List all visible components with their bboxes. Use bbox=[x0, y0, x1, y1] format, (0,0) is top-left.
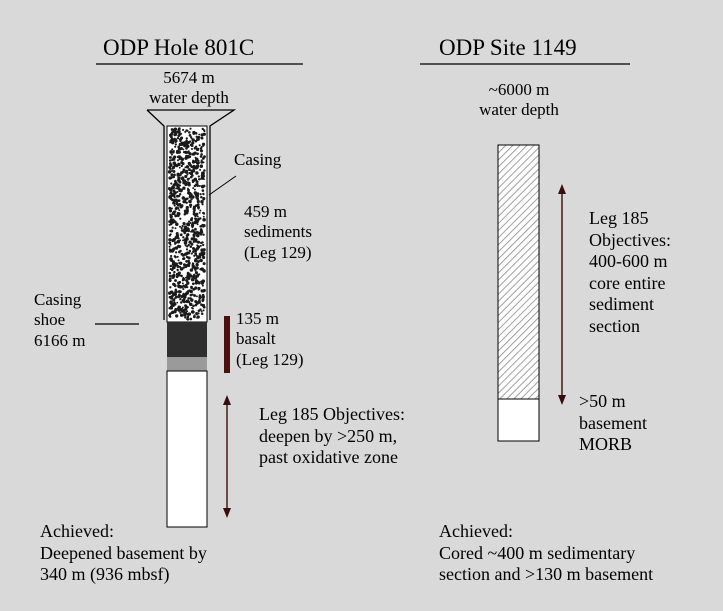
left-objectives-line1: Leg 185 Objectives: bbox=[259, 404, 405, 424]
left-achieved-line2: 340 m (936 mbsf) bbox=[40, 564, 170, 585]
left-water-depth-value: 5674 m bbox=[163, 68, 215, 87]
sediments-thickness: 459 m bbox=[244, 202, 287, 221]
basalt-dark-section bbox=[167, 322, 207, 357]
casing-shoe-label: Casing shoe 6166 m bbox=[34, 290, 85, 351]
right-water-depth-value: ~6000 m bbox=[488, 80, 550, 99]
casing-shoe-depth: 6166 m bbox=[34, 330, 86, 350]
left-site-title: ODP Hole 801C bbox=[103, 35, 255, 60]
left-achieved-line1: Deepened basement by bbox=[40, 542, 207, 563]
right-achieved: Achieved: Cored ~400 m sedimentary secti… bbox=[439, 521, 653, 586]
left-objective-arrow bbox=[223, 395, 231, 518]
right-objectives-line3: 400-600 m bbox=[589, 251, 668, 272]
basalt-word: basalt bbox=[236, 329, 276, 349]
basalt-bar bbox=[224, 316, 230, 373]
right-sediment-column bbox=[497, 144, 540, 400]
left-water-depth-label: water depth bbox=[149, 88, 229, 108]
left-achieved-heading: Achieved: bbox=[40, 521, 114, 541]
left-objectives-line3: past oxidative zone bbox=[259, 447, 398, 468]
right-achieved-line1: Cored ~400 m sedimentary bbox=[439, 542, 636, 563]
sediment-stipple bbox=[167, 127, 206, 321]
left-objectives: Leg 185 Objectives: deepen by >250 m, pa… bbox=[259, 404, 405, 469]
right-site-title: ODP Site 1149 bbox=[439, 35, 577, 60]
right-objectives: Leg 185 Objectives: 400-600 m core entir… bbox=[589, 208, 671, 338]
right-objectives-line6: section bbox=[589, 315, 640, 336]
left-achieved: Achieved: Deepened basement by 340 m (93… bbox=[40, 521, 207, 586]
right-water-depth: ~6000 m water depth bbox=[472, 80, 566, 121]
deepened-section bbox=[166, 370, 208, 528]
basalt-grey-section bbox=[167, 357, 207, 371]
right-objective-arrow bbox=[558, 184, 566, 405]
casing-shoe-word1: Casing bbox=[34, 290, 82, 309]
basalt-label: 135 m basalt (Leg 129) bbox=[236, 309, 304, 370]
right-achieved-line2: section and >130 m basement bbox=[439, 564, 654, 585]
right-basement-section bbox=[497, 398, 540, 442]
right-basement-thickness: >50 m bbox=[579, 391, 626, 411]
sediments-label: 459 m sediments (Leg 129) bbox=[244, 202, 312, 263]
right-basement-label: >50 m basement MORB bbox=[579, 391, 647, 456]
right-objectives-line2: Objectives: bbox=[589, 229, 671, 250]
basalt-thickness: 135 m bbox=[236, 309, 279, 328]
left-water-depth: 5674 m water depth bbox=[148, 68, 230, 109]
casing-label: Casing bbox=[234, 150, 282, 169]
right-objectives-line4: core entire bbox=[589, 272, 666, 293]
right-basement-type: MORB bbox=[579, 434, 633, 455]
sediments-word: sediments bbox=[244, 222, 312, 242]
casing-leader-line bbox=[208, 175, 237, 196]
sediments-leg: (Leg 129) bbox=[244, 242, 312, 262]
casing-funnel bbox=[146, 109, 237, 320]
right-objectives-line1: Leg 185 bbox=[589, 208, 649, 228]
right-basement-word: basement bbox=[579, 412, 647, 433]
left-objectives-line2: deepen by >250 m, bbox=[259, 425, 398, 446]
right-water-depth-label: water depth bbox=[479, 100, 559, 120]
casing-shoe-word2: shoe bbox=[34, 310, 66, 330]
basalt-leg: (Leg 129) bbox=[236, 349, 304, 369]
right-achieved-heading: Achieved: bbox=[439, 521, 513, 541]
right-objectives-line5: sediment bbox=[589, 294, 654, 315]
